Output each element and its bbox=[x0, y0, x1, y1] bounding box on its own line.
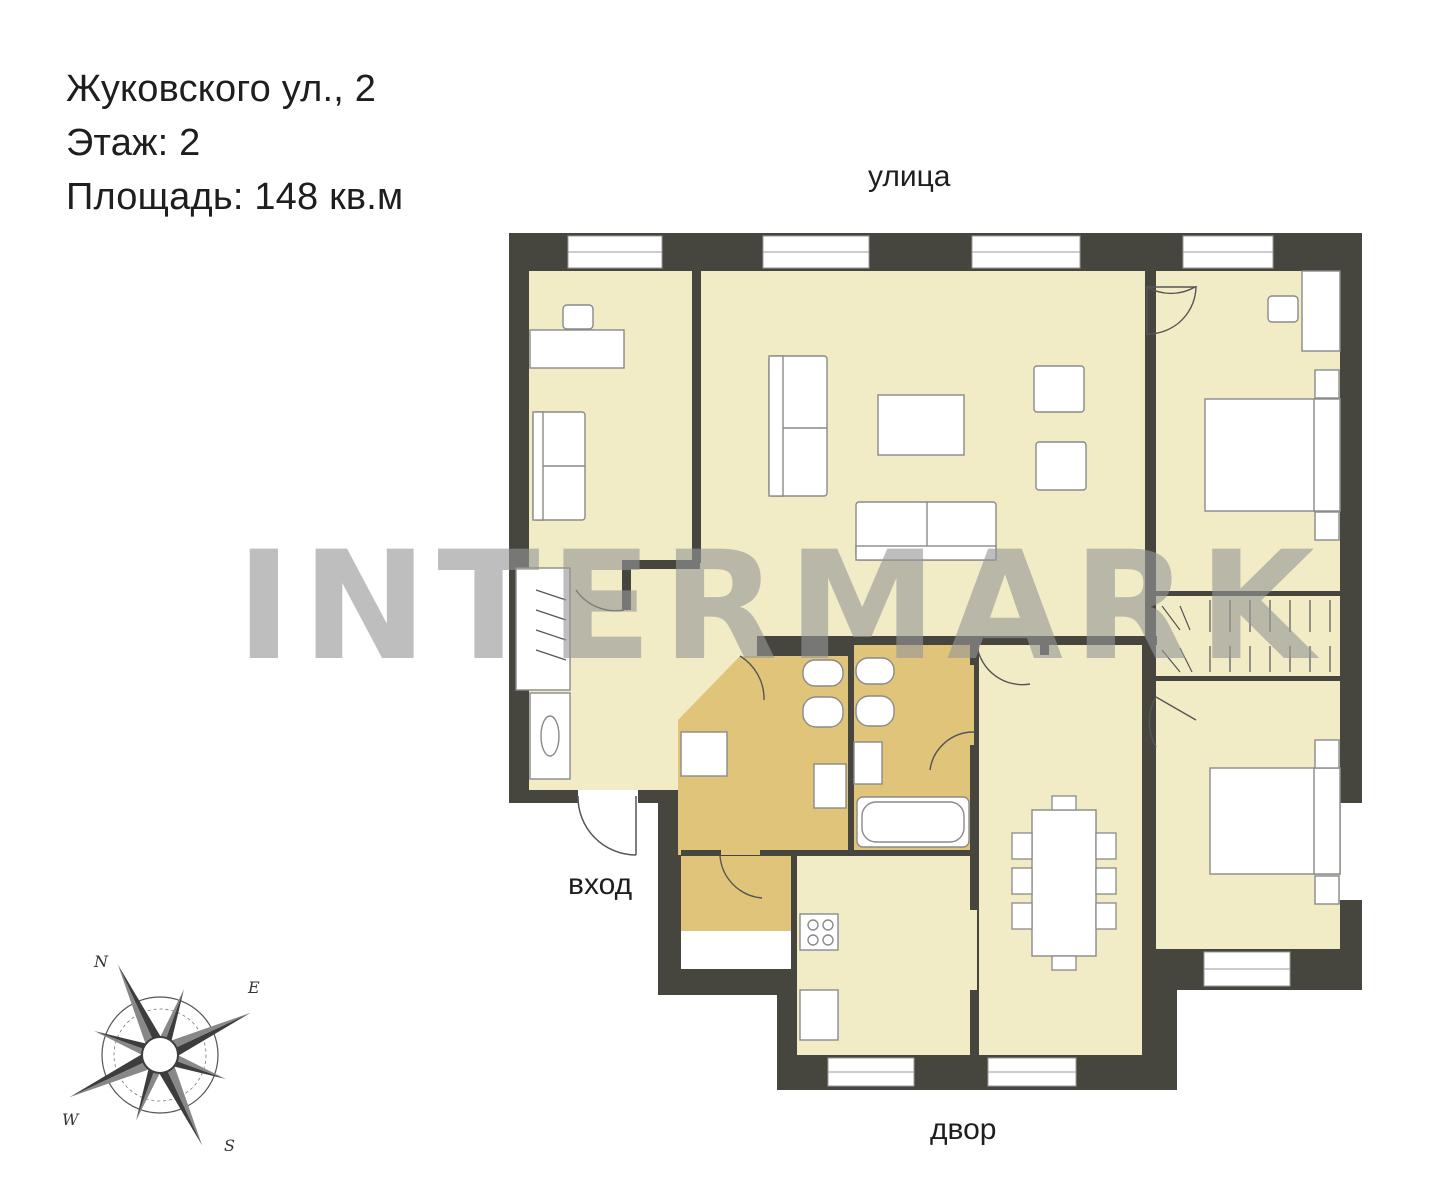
stove bbox=[799, 913, 839, 951]
sink bbox=[680, 731, 728, 777]
kitchen-upper bbox=[797, 852, 977, 897]
chair bbox=[562, 304, 594, 330]
coffee-table bbox=[877, 394, 965, 456]
entrance-door[interactable] bbox=[577, 795, 637, 856]
toilet bbox=[855, 657, 895, 685]
kitchen-sink bbox=[799, 989, 839, 1041]
storage-room bbox=[681, 856, 791, 931]
wardrobe-hangers bbox=[535, 589, 1331, 673]
sink bbox=[813, 763, 847, 809]
yard-label: двор bbox=[930, 1113, 997, 1146]
closet-niche bbox=[681, 931, 791, 969]
dining-chairs bbox=[1011, 795, 1117, 971]
compass-w: W bbox=[62, 1110, 80, 1129]
apartment-info: Жуковского ул., 2 Этаж: 2 Площадь: 148 к… bbox=[66, 62, 403, 224]
chair bbox=[1267, 295, 1299, 323]
armchair bbox=[1033, 365, 1085, 413]
street-label: улица bbox=[868, 160, 951, 193]
armchair bbox=[1035, 441, 1087, 491]
entrance-label: вход bbox=[568, 868, 633, 901]
desk bbox=[1301, 270, 1341, 352]
area-text: Площадь: 148 кв.м bbox=[66, 176, 404, 218]
interior-walls bbox=[622, 271, 1340, 1055]
sink bbox=[853, 741, 883, 785]
floor-text: Этаж: 2 bbox=[66, 122, 201, 164]
wardrobe bbox=[515, 567, 571, 691]
compass-e: E bbox=[247, 978, 260, 997]
toilet bbox=[802, 696, 844, 728]
compass-n: N bbox=[93, 952, 109, 971]
entrance-opening bbox=[578, 790, 638, 804]
wardrobe-strip bbox=[1156, 596, 1340, 676]
dining-table bbox=[1031, 809, 1097, 957]
desk bbox=[529, 329, 625, 369]
furniture bbox=[515, 270, 1341, 1041]
address-text: Жуковского ул., 2 bbox=[66, 68, 377, 110]
toilet bbox=[802, 659, 844, 687]
toilet bbox=[855, 695, 895, 727]
compass-s: S bbox=[224, 1136, 235, 1155]
door-swings bbox=[575, 285, 1198, 899]
compass-icon: N E S W bbox=[62, 952, 260, 1155]
corridor bbox=[700, 568, 780, 638]
